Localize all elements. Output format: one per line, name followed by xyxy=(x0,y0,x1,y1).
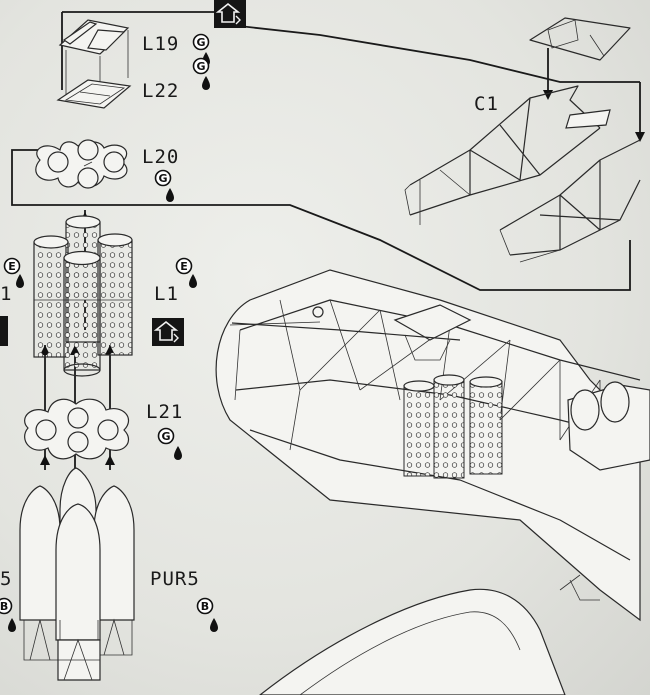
svg-text:G: G xyxy=(161,430,170,443)
svg-text:G: G xyxy=(196,36,205,49)
part-pur5-bullets xyxy=(19,467,135,681)
paint-code-g-l22: G xyxy=(192,57,210,90)
label-pur5: PUR5 xyxy=(150,568,200,590)
label-pur5-partial: 5 xyxy=(0,568,12,590)
flip-assembly-icon-partial xyxy=(0,316,8,346)
paint-drop-icon xyxy=(166,188,174,202)
label-c1: C1 xyxy=(474,93,499,115)
svg-text:B: B xyxy=(0,600,8,613)
svg-text:G: G xyxy=(158,172,167,185)
part-l21-plate xyxy=(24,398,130,460)
svg-text:B: B xyxy=(201,600,209,613)
paint-drop-icon xyxy=(16,274,24,288)
paint-drop-icon xyxy=(189,274,197,288)
paint-drop-icon xyxy=(174,446,182,460)
label-l22: L22 xyxy=(142,80,179,102)
paint-drop-icon xyxy=(8,618,16,632)
paint-code-g-l19: G xyxy=(192,33,210,66)
paint-code-b-left: B xyxy=(0,597,16,632)
paint-code-e-left: E xyxy=(3,257,24,288)
label-l1-partial: 1 xyxy=(0,283,12,305)
label-l19: L19 xyxy=(142,33,179,55)
label-l20: L20 xyxy=(142,146,179,168)
part-l19-l22-frames xyxy=(56,19,132,109)
paint-code-g-l20: G xyxy=(154,169,174,202)
svg-text:E: E xyxy=(180,260,188,273)
svg-text:G: G xyxy=(196,60,205,73)
wing-part xyxy=(259,588,566,695)
svg-text:E: E xyxy=(8,260,16,273)
paint-code-b-pur5: B xyxy=(196,597,218,632)
label-l21: L21 xyxy=(146,401,183,423)
part-l1-cylinders xyxy=(33,215,133,377)
fuselage-assembly xyxy=(215,269,650,622)
paint-drop-icon xyxy=(202,76,210,90)
label-l1: L1 xyxy=(154,283,179,305)
paint-code-g-l21: G xyxy=(157,427,182,460)
paint-drop-icon xyxy=(210,618,218,632)
part-c1-frames: C1 xyxy=(404,17,645,263)
part-l20-plate xyxy=(35,139,128,189)
paint-code-e-l1: E xyxy=(175,257,197,288)
flip-assembly-icon xyxy=(213,0,247,29)
flip-assembly-icon xyxy=(151,317,185,347)
